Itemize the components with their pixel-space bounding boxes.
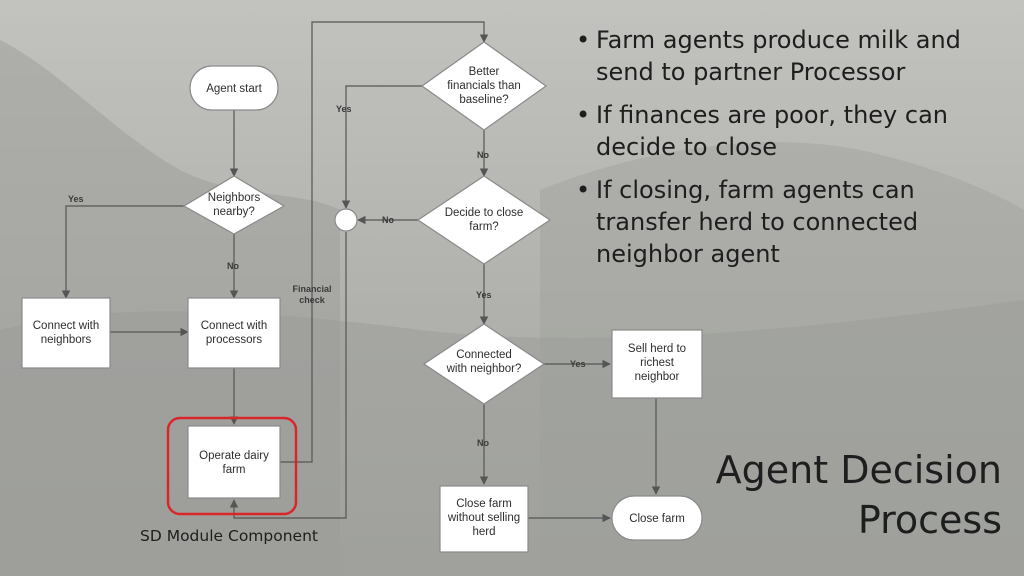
close-without-label-2: without selling — [447, 512, 520, 524]
connect-processors-shape — [187, 297, 281, 369]
bullet-item: • If finances are poor, they can decide … — [574, 99, 1004, 163]
bullet-list: • Farm agents produce milk and send to p… — [574, 24, 1004, 281]
bullet-item: • If closing, farm agents can transfer h… — [574, 174, 1004, 270]
bullet-line: transfer herd to connected — [596, 208, 919, 236]
node-sell-herd: Sell herd to richest neighbor — [611, 329, 703, 399]
edge-label-yes-financials: Yes — [336, 104, 352, 114]
operate-dairy-label-2: farm — [223, 464, 246, 476]
neighbors-nearby-shape — [182, 175, 286, 235]
bullet-line: decide to close — [596, 133, 778, 161]
edge-label-no-decide: No — [382, 215, 394, 225]
neighbors-nearby-label-2: nearby? — [213, 206, 255, 218]
bullet-line: neighbor agent — [596, 240, 780, 268]
close-without-shape — [439, 485, 529, 553]
decide-close-label-2: farm? — [469, 221, 498, 233]
background-hill-right — [540, 142, 1024, 576]
connected-neighbor-label-2: with neighbor? — [446, 363, 522, 375]
sell-herd-label-3: neighbor — [635, 371, 680, 383]
edge-merge-to-operate — [229, 232, 347, 519]
close-without-label-3: herd — [472, 526, 495, 538]
edge-financial-check — [280, 21, 489, 463]
better-financials-label-1: Better — [469, 66, 500, 78]
background-ground — [0, 300, 1024, 576]
close-farm-shape — [611, 495, 703, 541]
node-operate-dairy: Operate dairy farm — [166, 416, 298, 516]
close-without-label-1: Close farm — [456, 498, 512, 510]
edge-label-yes-connected: Yes — [570, 359, 586, 369]
edge-label-yes-decide: Yes — [476, 290, 492, 300]
connectors — [61, 21, 661, 523]
agent-start-shape — [189, 65, 279, 111]
edge-labels: Yes No Yes No No Yes Yes No Financial ch… — [68, 104, 586, 448]
connect-processors-label-2: processors — [206, 334, 262, 346]
slide-title-line-2: Process — [857, 498, 1002, 542]
node-close-farm: Close farm — [611, 495, 703, 541]
merge-connector — [334, 208, 358, 232]
edge-label-financial-check-2: check — [299, 295, 326, 305]
node-connect-neighbors: Connect with neighbors — [21, 297, 111, 369]
bullet-line: If closing, farm agents can — [596, 176, 915, 204]
connected-neighbor-label-1: Connected — [456, 349, 512, 361]
node-neighbors-nearby: Neighbors nearby? — [182, 175, 286, 235]
bullet-item: • Farm agents produce milk and send to p… — [574, 24, 1004, 88]
bullet-line: send to partner Processor — [596, 58, 906, 86]
bullet-dot-icon: • — [576, 176, 591, 204]
connect-neighbors-label-1: Connect with — [33, 320, 99, 332]
connect-processors-label-1: Connect with — [201, 320, 267, 332]
bullet-line: If finances are poor, they can — [596, 101, 948, 129]
sell-herd-shape — [611, 329, 703, 399]
bullet-line: Farm agents produce milk and — [596, 26, 961, 54]
edge-label-no-neighbors: No — [227, 261, 239, 271]
node-better-financials: Better financials than baseline? — [420, 41, 548, 131]
edge-label-no-connected: No — [477, 438, 489, 448]
sell-herd-label-2: richest — [640, 357, 675, 369]
connected-neighbor-shape — [422, 323, 546, 405]
bullet-dot-icon: • — [576, 26, 591, 54]
slide-title: Agent Decision Process — [716, 445, 1002, 545]
connect-neighbors-shape — [21, 297, 111, 369]
sd-module-caption: SD Module Component — [140, 527, 318, 545]
edge-financials-yes — [341, 85, 422, 209]
node-close-without-selling: Close farm without selling herd — [439, 485, 529, 553]
agent-start-label: Agent start — [206, 83, 262, 95]
connect-neighbors-label-2: neighbors — [41, 334, 92, 346]
highlight-box — [166, 416, 298, 516]
node-agent-start: Agent start — [189, 65, 279, 111]
better-financials-label-2: financials than — [447, 80, 521, 92]
edge-label-financial-check-1: Financial — [292, 284, 331, 294]
better-financials-label-3: baseline? — [459, 94, 508, 106]
operate-dairy-shape — [187, 425, 281, 499]
better-financials-shape — [420, 41, 548, 131]
node-connect-processors: Connect with processors — [187, 297, 281, 369]
node-decide-close: Decide to close farm? — [416, 175, 552, 265]
decide-close-shape — [416, 175, 552, 265]
neighbors-nearby-label-1: Neighbors — [208, 192, 261, 204]
decide-close-label-1: Decide to close — [445, 207, 524, 219]
bullet-dot-icon: • — [576, 101, 591, 129]
sell-herd-label-1: Sell herd to — [628, 343, 686, 355]
operate-dairy-label-1: Operate dairy — [199, 450, 269, 462]
edge-neighbors-yes — [61, 205, 184, 299]
node-connected-neighbor: Connected with neighbor? — [422, 323, 546, 405]
slide-title-line-1: Agent Decision — [715, 448, 1002, 492]
edge-label-yes-neighbors: Yes — [68, 194, 84, 204]
close-farm-label: Close farm — [629, 513, 685, 525]
edge-label-no-financials: No — [477, 150, 489, 160]
